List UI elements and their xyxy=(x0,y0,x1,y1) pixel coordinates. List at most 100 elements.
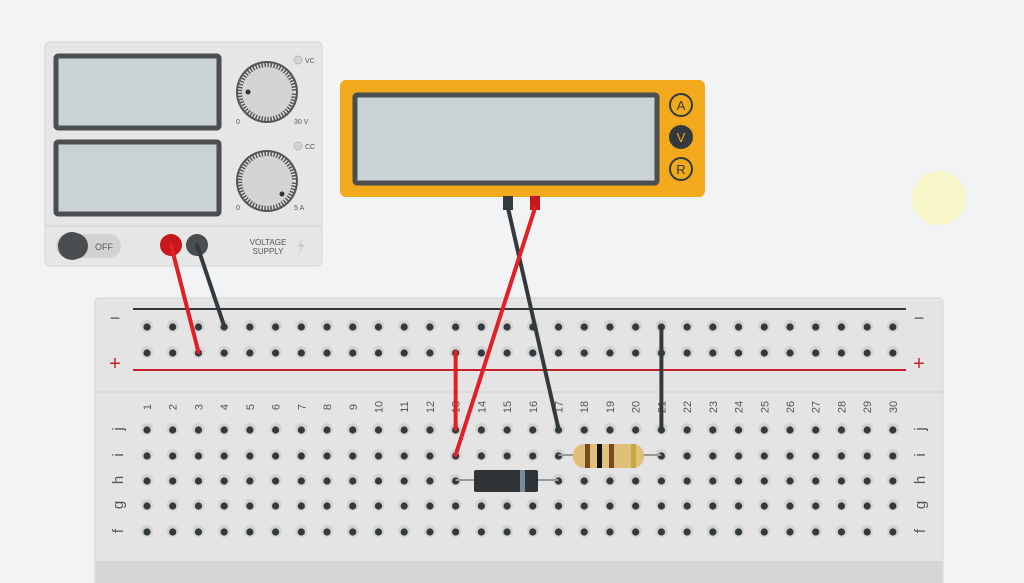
hole-g-24[interactable] xyxy=(732,499,745,511)
diode[interactable] xyxy=(455,470,559,492)
hole-minus-5[interactable] xyxy=(243,320,256,332)
hole-j-12[interactable] xyxy=(423,423,436,435)
hole-plus-19[interactable] xyxy=(603,346,616,358)
hole-h-24[interactable] xyxy=(732,474,745,486)
hole-f-2[interactable] xyxy=(166,525,179,537)
hole-i-23[interactable] xyxy=(706,449,719,461)
hole-h-2[interactable] xyxy=(166,474,179,486)
hole-minus-28[interactable] xyxy=(835,320,848,332)
hole-g-30[interactable] xyxy=(886,499,899,511)
hole-j-15[interactable] xyxy=(501,423,514,435)
hole-i-8[interactable] xyxy=(321,449,334,461)
hole-i-28[interactable] xyxy=(835,449,848,461)
hole-j-22[interactable] xyxy=(681,423,694,435)
hole-j-4[interactable] xyxy=(218,423,231,435)
breadboard[interactable]: − − + + 12345678910111213141516171819202… xyxy=(94,297,944,583)
hole-minus-1[interactable] xyxy=(141,320,153,332)
hole-plus-8[interactable] xyxy=(321,346,334,358)
hole-f-26[interactable] xyxy=(784,525,796,537)
hole-i-3[interactable] xyxy=(192,449,205,461)
hole-plus-12[interactable] xyxy=(423,346,436,358)
hole-g-7[interactable] xyxy=(295,499,308,511)
hole-j-2[interactable] xyxy=(166,423,179,435)
hole-j-6[interactable] xyxy=(269,423,282,435)
wire-supply-positive[interactable] xyxy=(169,243,201,354)
hole-g-5[interactable] xyxy=(243,499,256,511)
hole-plus-16[interactable] xyxy=(526,346,539,358)
hole-minus-3[interactable] xyxy=(192,320,205,332)
hole-f-21[interactable] xyxy=(655,525,668,537)
hole-f-20[interactable] xyxy=(629,525,642,537)
hole-g-12[interactable] xyxy=(423,499,436,511)
hole-g-11[interactable] xyxy=(398,499,411,511)
hole-i-14[interactable] xyxy=(475,449,488,461)
hole-j-20[interactable] xyxy=(629,423,642,435)
hole-f-24[interactable] xyxy=(732,525,745,537)
hole-h-9[interactable] xyxy=(346,474,359,486)
hole-j-25[interactable] xyxy=(758,423,771,435)
hole-h-6[interactable] xyxy=(269,474,282,486)
hole-plus-28[interactable] xyxy=(835,346,848,358)
hole-j-8[interactable] xyxy=(321,423,334,435)
hole-f-19[interactable] xyxy=(603,525,616,537)
hole-j-16[interactable] xyxy=(526,423,539,435)
hole-plus-7[interactable] xyxy=(295,346,308,358)
hole-j-27[interactable] xyxy=(809,423,822,435)
hole-minus-30[interactable] xyxy=(886,320,899,332)
hole-g-28[interactable] xyxy=(835,499,848,511)
hole-f-28[interactable] xyxy=(835,525,848,537)
hole-plus-24[interactable] xyxy=(732,346,745,358)
hole-plus-9[interactable] xyxy=(346,346,359,358)
hole-j-23[interactable] xyxy=(706,423,719,435)
hole-f-7[interactable] xyxy=(295,525,308,537)
hole-f-16[interactable] xyxy=(526,525,539,537)
hole-i-9[interactable] xyxy=(346,449,359,461)
hole-plus-26[interactable] xyxy=(784,346,796,358)
hole-h-12[interactable] xyxy=(423,474,436,486)
hole-g-3[interactable] xyxy=(192,499,205,511)
hole-f-14[interactable] xyxy=(475,525,488,537)
hole-j-18[interactable] xyxy=(578,423,591,435)
hole-f-30[interactable] xyxy=(886,525,899,537)
hole-h-5[interactable] xyxy=(243,474,256,486)
hole-h-20[interactable] xyxy=(629,474,642,486)
hole-h-25[interactable] xyxy=(758,474,771,486)
hole-minus-13[interactable] xyxy=(449,320,462,332)
mode-button-r[interactable]: R xyxy=(669,157,693,181)
hole-f-18[interactable] xyxy=(578,525,591,537)
hole-g-8[interactable] xyxy=(321,499,334,511)
hole-plus-4[interactable] xyxy=(218,346,231,358)
hole-f-1[interactable] xyxy=(141,525,153,537)
hole-plus-27[interactable] xyxy=(809,346,822,358)
hole-i-27[interactable] xyxy=(809,449,822,461)
hole-f-5[interactable] xyxy=(243,525,256,537)
hole-g-6[interactable] xyxy=(269,499,282,511)
hole-i-12[interactable] xyxy=(423,449,436,461)
hole-plus-5[interactable] xyxy=(243,346,256,358)
hole-h-30[interactable] xyxy=(886,474,899,486)
hole-g-1[interactable] xyxy=(141,499,153,511)
hole-f-11[interactable] xyxy=(398,525,411,537)
hole-f-27[interactable] xyxy=(809,525,822,537)
hole-minus-20[interactable] xyxy=(629,320,642,332)
hole-minus-9[interactable] xyxy=(346,320,359,332)
hole-i-4[interactable] xyxy=(218,449,231,461)
hole-f-6[interactable] xyxy=(269,525,282,537)
hole-plus-17[interactable] xyxy=(552,346,565,358)
hole-g-20[interactable] xyxy=(629,499,642,511)
hole-f-3[interactable] xyxy=(192,525,205,537)
hole-h-23[interactable] xyxy=(706,474,719,486)
power-switch[interactable]: OFF xyxy=(56,232,121,260)
hole-h-21[interactable] xyxy=(655,474,668,486)
current-knob[interactable] xyxy=(236,150,298,212)
hole-g-19[interactable] xyxy=(603,499,616,511)
hole-f-22[interactable] xyxy=(681,525,694,537)
hole-g-21[interactable] xyxy=(655,499,668,511)
mode-button-v[interactable]: V xyxy=(669,125,693,149)
hole-g-22[interactable] xyxy=(681,499,694,511)
hole-j-11[interactable] xyxy=(398,423,411,435)
hole-f-23[interactable] xyxy=(706,525,719,537)
hole-h-1[interactable] xyxy=(141,474,153,486)
hole-minus-2[interactable] xyxy=(166,320,179,332)
hole-j-24[interactable] xyxy=(732,423,745,435)
